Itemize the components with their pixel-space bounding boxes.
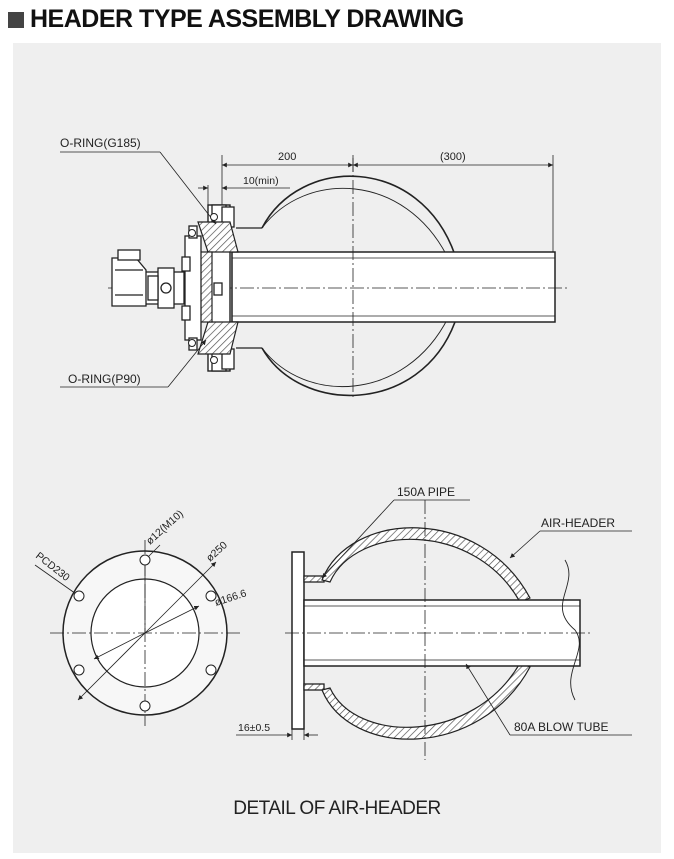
pcd-label: PCD230 <box>33 550 72 584</box>
inner-diameter-label: ø166.6 <box>213 587 248 609</box>
flange-front-view <box>34 540 240 726</box>
dimension-200: 200 <box>278 151 296 163</box>
bolt-heads <box>188 213 218 364</box>
detail-caption: DETAIL OF AIR-HEADER <box>233 798 441 819</box>
air-header-label: AIR-HEADER <box>541 516 615 530</box>
pipe-label: 150A PIPE <box>397 485 455 499</box>
air-header-detail-view <box>236 499 632 760</box>
outer-diameter-label: ø250 <box>204 539 230 564</box>
dimension-10min: 10(min) <box>243 175 279 187</box>
bolt-holes <box>73 554 217 712</box>
thickness-label: 16±0.5 <box>238 722 270 734</box>
page-title: HEADER TYPE ASSEMBLY DRAWING <box>30 4 464 33</box>
oring-top-label: O-RING(G185) <box>60 136 141 150</box>
square-bullet-icon <box>8 12 24 28</box>
bolt-hole-label: ø12(M10) <box>144 508 186 547</box>
page-title-block: HEADER TYPE ASSEMBLY DRAWING <box>8 2 464 36</box>
oring-bottom-label: O-RING(P90) <box>68 372 141 386</box>
dimension-300: (300) <box>440 151 466 163</box>
top-assembly-view <box>60 151 570 400</box>
blow-tube-label: 80A BLOW TUBE <box>514 720 608 734</box>
